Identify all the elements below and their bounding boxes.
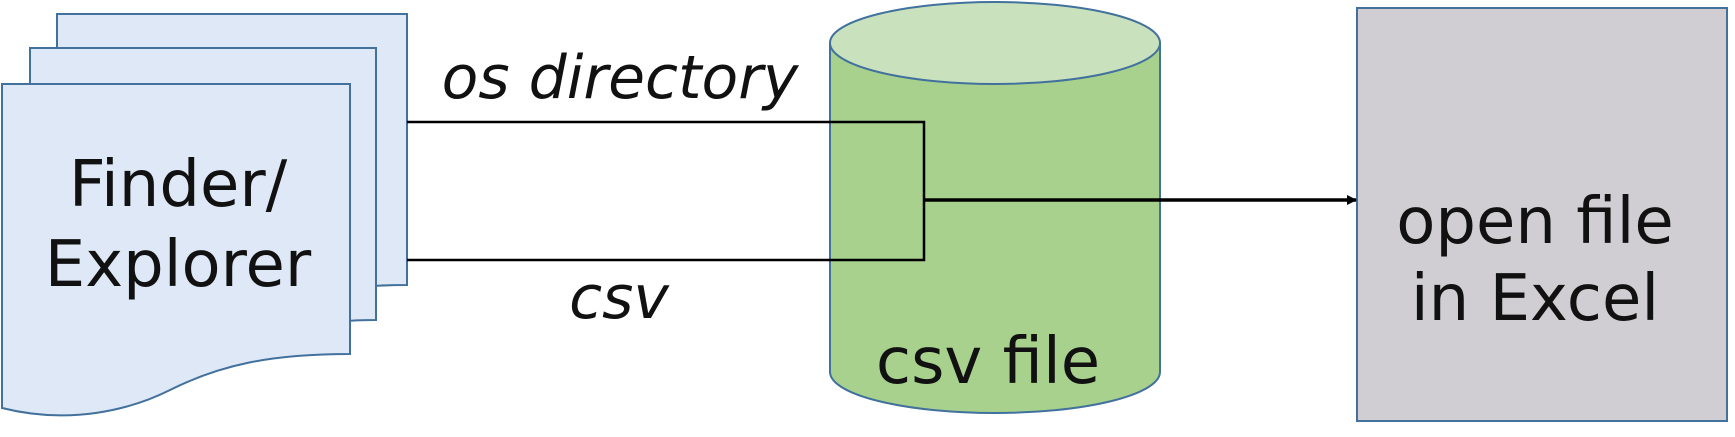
cylinder-top (829, 1, 1161, 85)
bracket-connector (407, 120, 926, 262)
excel-box-shape (1356, 7, 1728, 422)
finder-explorer-document-stack: Finder/ Explorer (1, 13, 408, 417)
cylinder-body (829, 42, 1161, 414)
csv-file-label: csv file (876, 325, 1100, 399)
open-in-excel-box: open file in Excel (1356, 7, 1728, 422)
excel-label-line-2: in Excel (1411, 262, 1659, 336)
csv-label: csv (569, 263, 670, 333)
finder-explorer-label-line-1: Finder/ (69, 148, 288, 222)
os-directory-label: os directory (442, 43, 800, 113)
excel-label-line-1: open file (1396, 185, 1674, 259)
document-shape-front (1, 83, 351, 417)
csv-file-cylinder: csv file (829, 1, 1161, 414)
finder-explorer-label-line-2: Explorer (45, 228, 312, 302)
